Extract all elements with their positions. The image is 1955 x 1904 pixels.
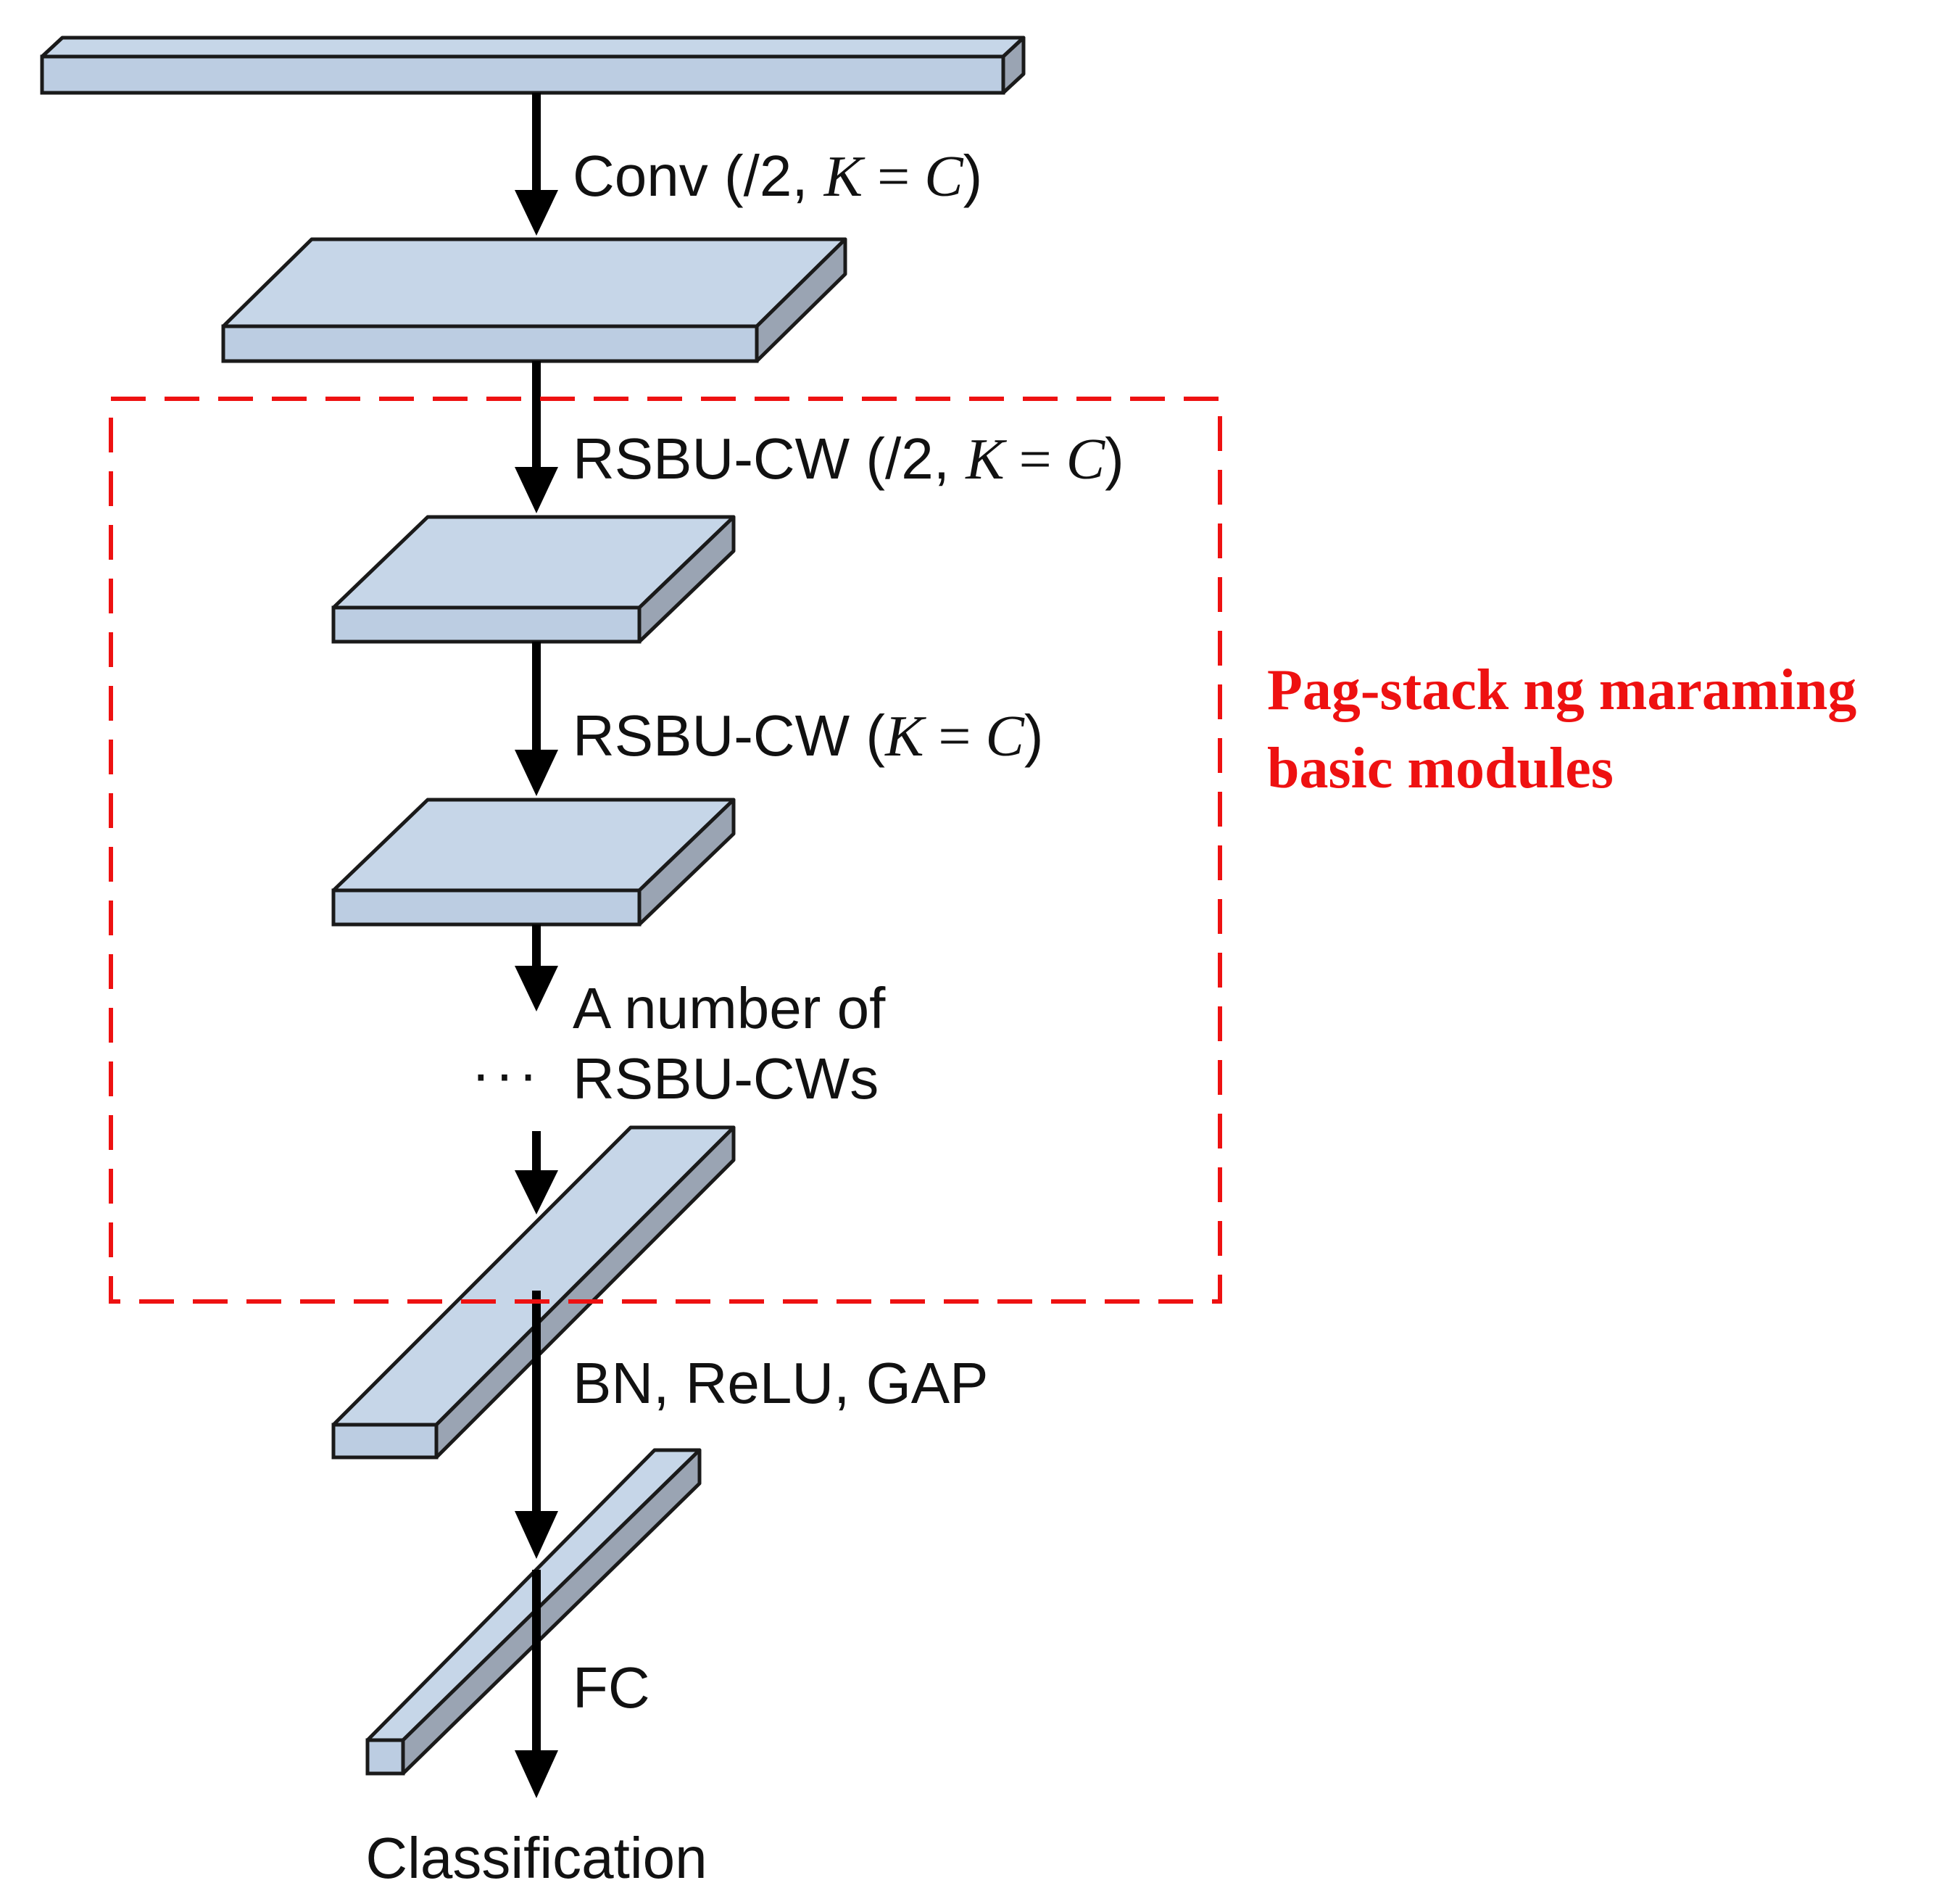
bn-relu-gap-label: BN, ReLU, GAP (573, 1351, 989, 1415)
arrow-final (515, 1131, 558, 1214)
final-features-block (331, 1125, 736, 1460)
annotation-line2: basic modules (1267, 737, 1614, 800)
stacked-modules-dashed-box (109, 397, 1222, 1304)
arrow-repeat (515, 924, 558, 1011)
rsbu-cw-output-block-2 (331, 798, 736, 927)
arrow-fc (515, 1570, 558, 1798)
repeat-label-line1: A number of (573, 976, 886, 1040)
arrow-conv (515, 93, 558, 236)
rsbu-cw-downsample-label: RSBU-CW (/2, K = C) (573, 426, 1124, 492)
rsbu-cw-label: RSBU-CW (K = C) (573, 703, 1044, 769)
input-tensor-block (40, 36, 1026, 95)
conv-output-block (221, 237, 847, 363)
repeat-dots: ··· (471, 1041, 542, 1106)
rsbu-cw-output-block-1 (331, 515, 736, 644)
annotation-line1: Pag-stack ng maraming (1267, 658, 1856, 722)
arrow-rsbu-2 (515, 642, 558, 796)
conv-label: Conv (/2, K = C) (573, 144, 982, 209)
arrow-bn (515, 1291, 558, 1559)
arrow-rsbu-1 (515, 361, 558, 513)
fc-label: FC (573, 1655, 650, 1720)
classification-label: Classification (365, 1826, 707, 1890)
repeat-label-line2: RSBU-CWs (573, 1046, 879, 1111)
